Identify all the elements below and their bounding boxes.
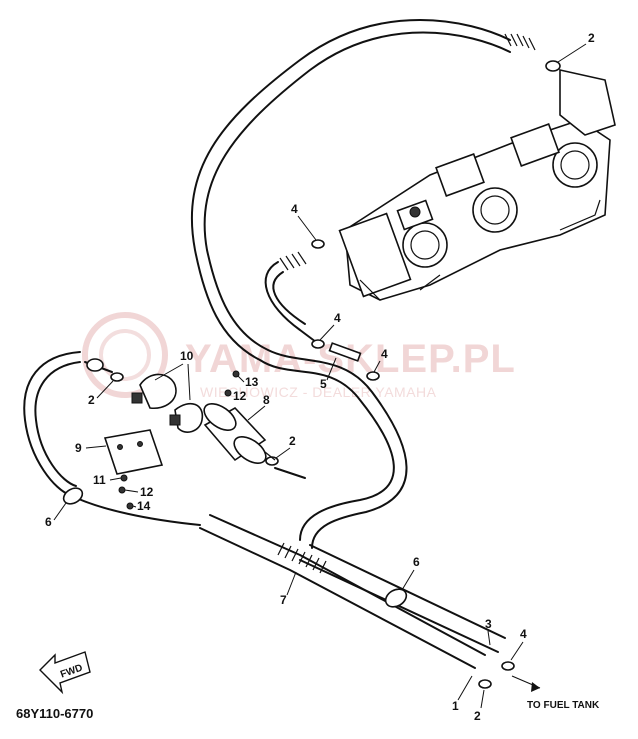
callout-8: 8 (263, 393, 270, 407)
fuel-filter (203, 403, 276, 464)
callout-9: 9 (75, 441, 82, 455)
callout-2-left: 2 (88, 393, 95, 407)
carb-feed-hose (264, 261, 321, 346)
callout-12-upper: 12 (233, 389, 247, 403)
joint-5 (328, 342, 362, 362)
watermark-logo (82, 312, 168, 398)
callout-4-upper: 4 (291, 202, 298, 216)
clip-2c (478, 679, 492, 689)
diagram-code: 68Y110-6770 (16, 706, 93, 721)
to-fuel-tank-indicator: TO FUEL TANK (511, 675, 600, 711)
clip-4b (311, 339, 325, 349)
fwd-indicator: FWD (39, 651, 91, 695)
clip-4d (501, 661, 515, 671)
callouts: 2 4 4 4 5 10 13 12 8 2 2 9 11 12 14 6 6 (45, 31, 595, 723)
arrow-right-icon (531, 682, 540, 692)
callout-2-filter: 2 (289, 434, 296, 448)
feed-hose-spring (279, 251, 307, 271)
screw-11 (120, 474, 128, 482)
callout-11: 11 (93, 473, 106, 487)
top-hose-spring (504, 33, 536, 51)
grommet-6b (384, 588, 408, 608)
clip-4a (311, 239, 325, 249)
to-fuel-tank-label: TO FUEL TANK (527, 700, 600, 711)
callout-6-left: 6 (45, 515, 52, 529)
callout-10: 10 (180, 349, 194, 363)
carburetor-assembly (338, 69, 616, 301)
watermark-subtitle: WIECHOWICZ - DEALER YAMAHA (200, 384, 437, 400)
fwd-arrow-icon (39, 651, 91, 695)
callout-12-lower: 12 (140, 485, 154, 499)
nut-14 (126, 502, 134, 510)
watermark: YAMA-SKLEP.PL WIECHOWICZ - DEALER YAMAHA (82, 312, 516, 400)
hose-protector-7 (277, 542, 327, 574)
callout-13: 13 (245, 375, 259, 389)
callout-14: 14 (137, 499, 151, 513)
callout-4-right: 4 (381, 347, 388, 361)
hose-1 (199, 527, 476, 669)
bracket-plate (103, 429, 164, 475)
clip-2a (110, 372, 124, 382)
callout-6-right: 6 (413, 555, 420, 569)
callout-4-lower: 4 (520, 627, 527, 641)
return-hose (190, 19, 511, 541)
callout-3: 3 (485, 617, 492, 631)
washer-12b (118, 486, 126, 494)
callout-2-bottom: 2 (474, 709, 481, 723)
filter-loop-hose (23, 351, 201, 526)
callout-7: 7 (280, 593, 287, 607)
washer-12a (224, 389, 232, 397)
grommet-6a (62, 487, 84, 505)
callout-2-top: 2 (588, 31, 595, 45)
bracket-clamp (131, 373, 204, 433)
clip-4c (366, 371, 380, 381)
watermark-brand: YAMA-SKLEP.PL (185, 337, 516, 381)
screw-13 (232, 370, 240, 378)
callout-5: 5 (320, 377, 327, 391)
callout-4-mid: 4 (334, 311, 341, 325)
callout-1: 1 (452, 699, 459, 713)
